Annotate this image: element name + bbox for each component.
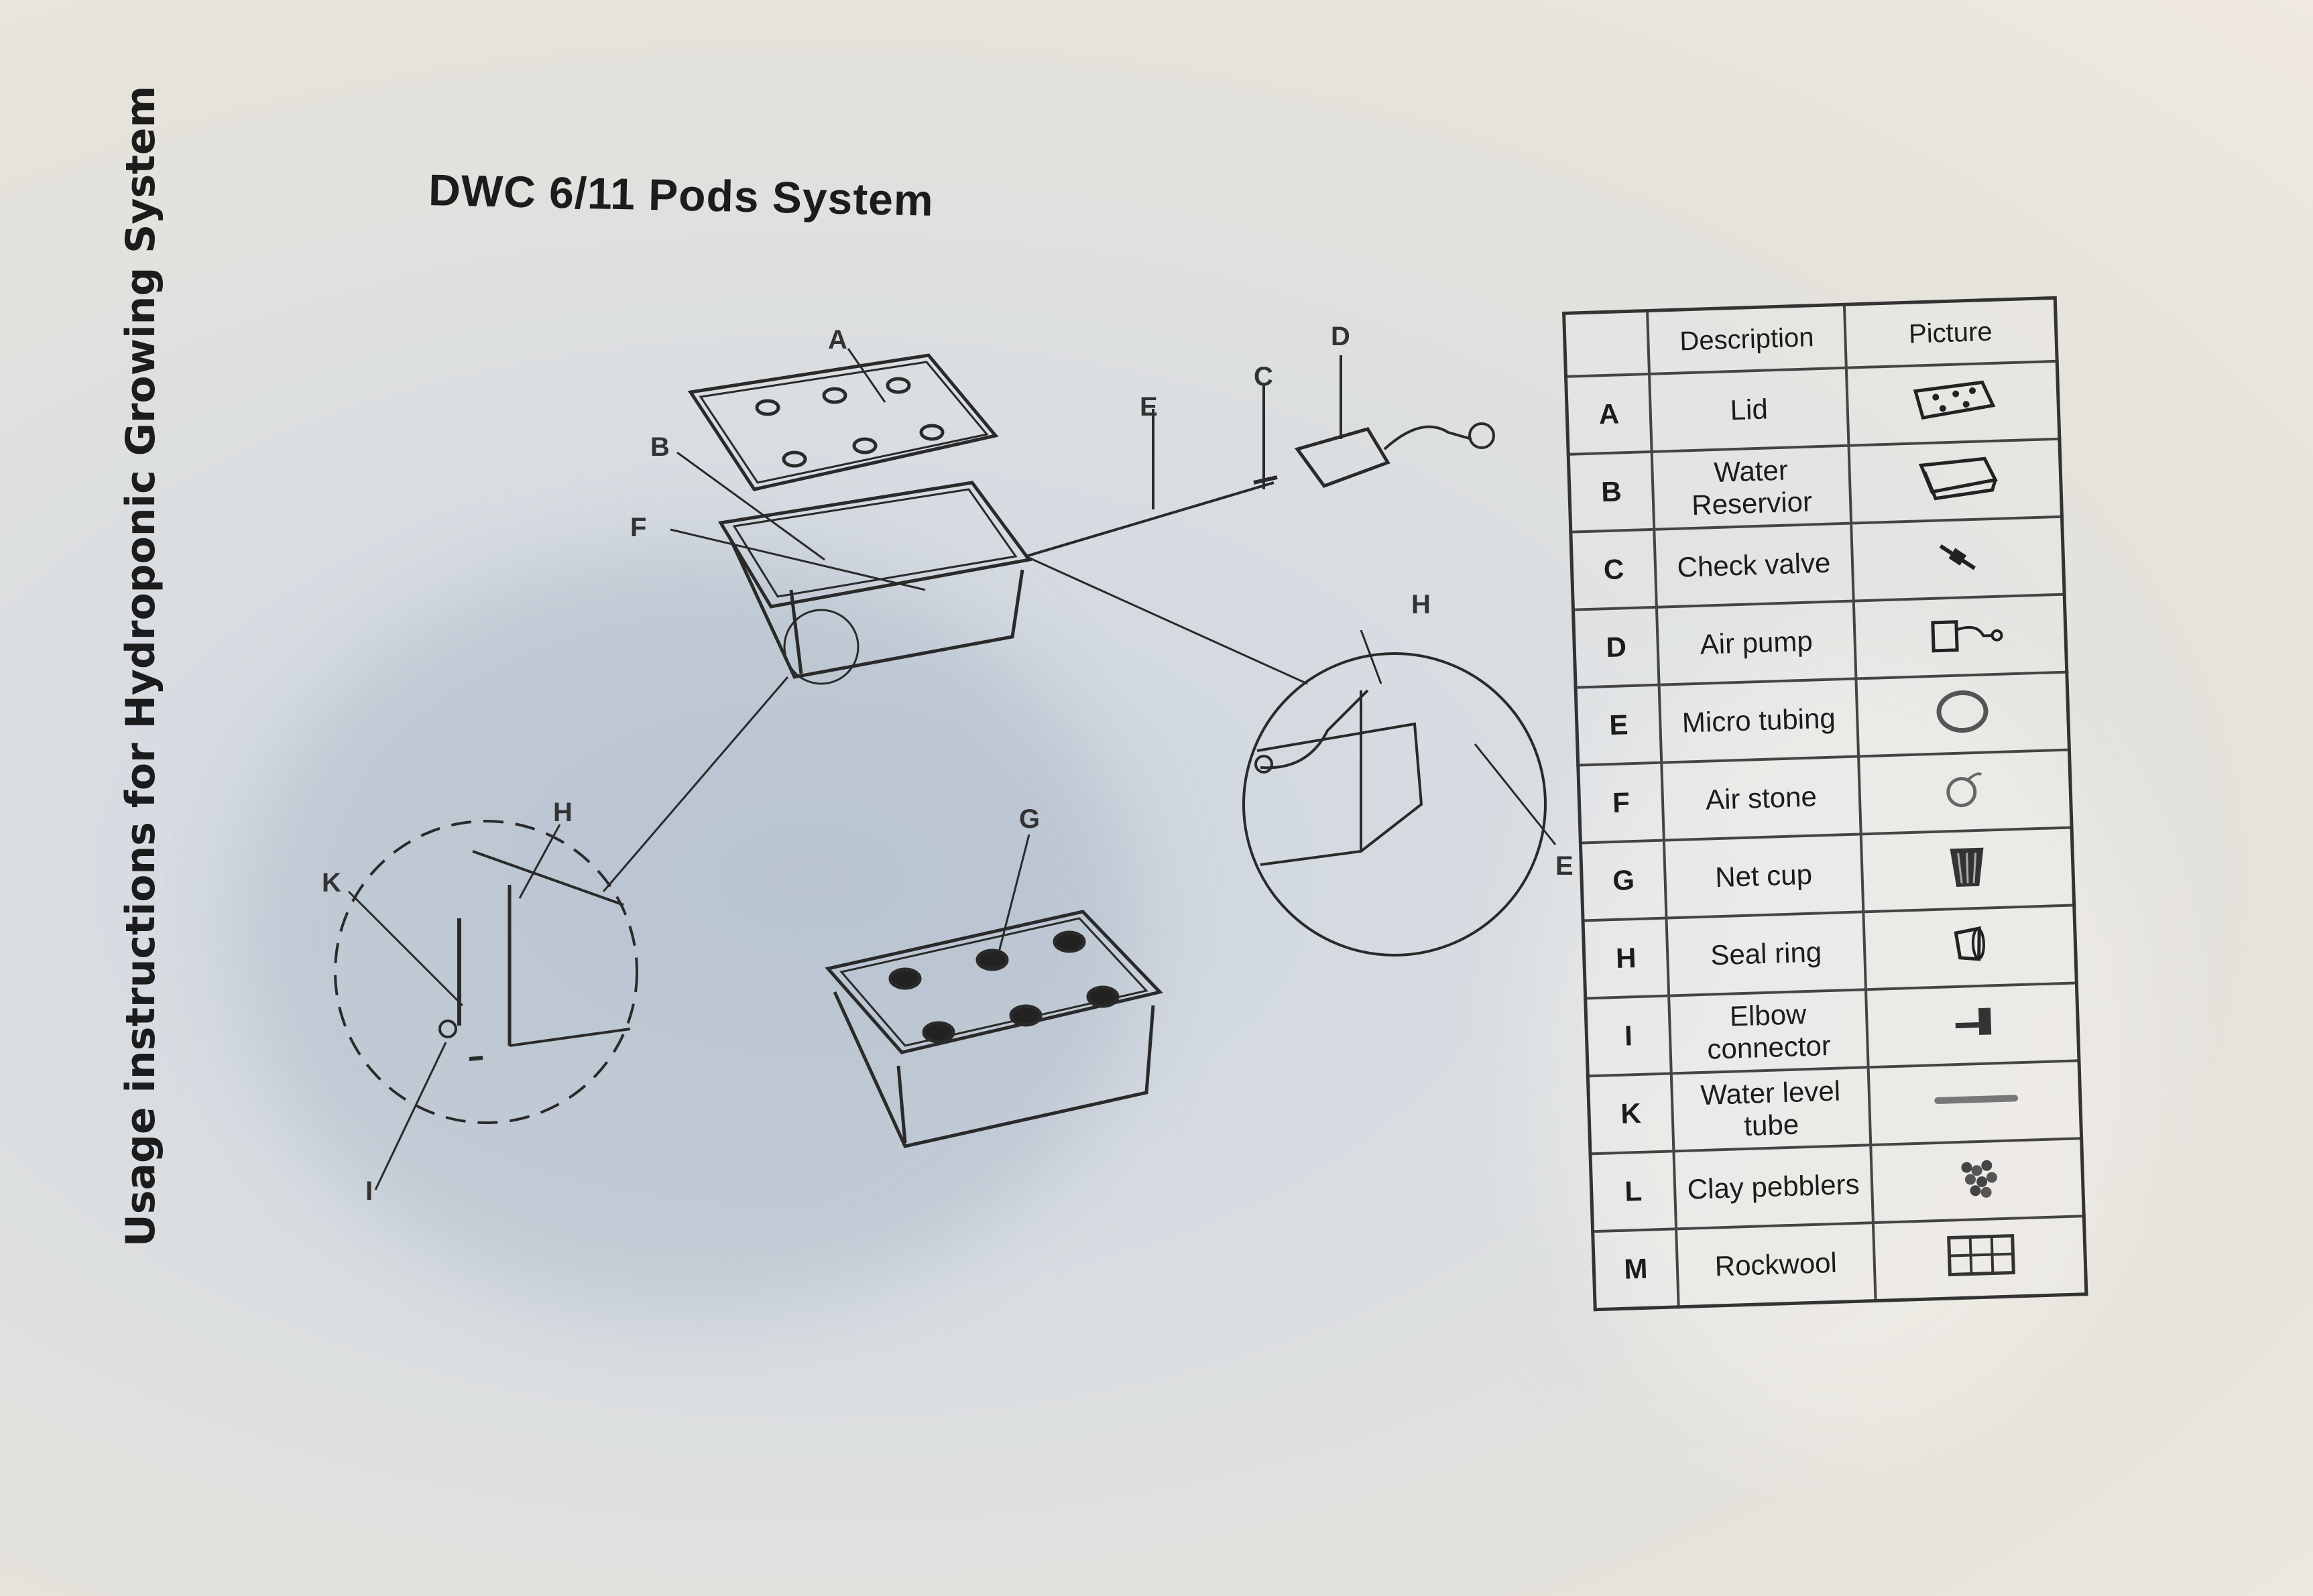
label-g: G xyxy=(1019,804,1040,834)
row-letter: A xyxy=(1565,373,1652,454)
label-h-right: H xyxy=(1411,590,1431,619)
row-description: Water Reservior xyxy=(1651,445,1852,530)
row-letter: K xyxy=(1588,1073,1674,1154)
check-valve-icon xyxy=(1851,516,2065,601)
row-description: Micro tubing xyxy=(1659,678,1859,763)
reservoir-drawing xyxy=(670,451,1032,685)
row-letter: F xyxy=(1578,762,1664,843)
row-letter: C xyxy=(1570,529,1657,610)
row-description: Elbow connector xyxy=(1669,989,1869,1074)
air-pump-drawing xyxy=(1294,355,1495,488)
air-pump-icon xyxy=(1853,594,2067,679)
row-letter: B xyxy=(1568,451,1655,532)
label-h-left: H xyxy=(553,798,573,827)
row-description: Rockwool xyxy=(1676,1223,1876,1307)
row-description: Clay pebblers xyxy=(1673,1145,1873,1229)
row-description: Water level tube xyxy=(1671,1067,1871,1152)
label-a: A xyxy=(828,325,847,355)
air-stone-icon xyxy=(1858,749,2072,835)
tubing-icon xyxy=(1856,672,2070,757)
label-c: C xyxy=(1254,362,1273,391)
row-letter: I xyxy=(1585,995,1671,1077)
elbow-connector-icon xyxy=(1865,983,2079,1068)
water-level-tube-icon xyxy=(1868,1060,2082,1146)
label-b: B xyxy=(650,432,670,462)
lid-icon xyxy=(1846,361,2060,446)
rockwool-icon xyxy=(1873,1216,2086,1301)
reservoir-icon xyxy=(1848,438,2062,524)
label-e-inset: E xyxy=(1555,851,1574,881)
seal-ring-icon xyxy=(1863,905,2077,990)
label-i: I xyxy=(365,1176,373,1206)
detail-inset-left xyxy=(334,676,789,1190)
row-letter: L xyxy=(1590,1151,1677,1232)
net-cup-tray-drawing xyxy=(825,834,1163,1148)
row-description: Net cup xyxy=(1663,834,1864,918)
row-description: Check valve xyxy=(1654,523,1854,607)
row-description: Seal ring xyxy=(1666,912,1866,996)
lid-drawing xyxy=(687,348,999,491)
row-letter: H xyxy=(1583,918,1669,999)
label-d: D xyxy=(1331,322,1350,351)
label-f: F xyxy=(630,513,646,542)
row-letter: M xyxy=(1592,1229,1679,1310)
label-e: E xyxy=(1140,392,1158,422)
shadow-overlay xyxy=(235,550,1140,1321)
clay-pebbles-icon xyxy=(1871,1138,2084,1223)
row-description: Air pump xyxy=(1656,601,1856,685)
row-description: Air stone xyxy=(1661,756,1861,841)
row-letter: G xyxy=(1580,840,1667,921)
header-description: Description xyxy=(1647,304,1846,374)
net-cup-icon xyxy=(1860,827,2074,912)
row-letter: E xyxy=(1576,684,1662,765)
detail-inset-right xyxy=(1025,555,1557,957)
header-letter xyxy=(1563,310,1649,377)
light-overlay xyxy=(1542,637,2145,1441)
row-letter: D xyxy=(1573,607,1659,688)
header-picture: Picture xyxy=(1844,298,2058,368)
row-description: Lid xyxy=(1649,367,1849,452)
label-k: K xyxy=(322,868,341,898)
